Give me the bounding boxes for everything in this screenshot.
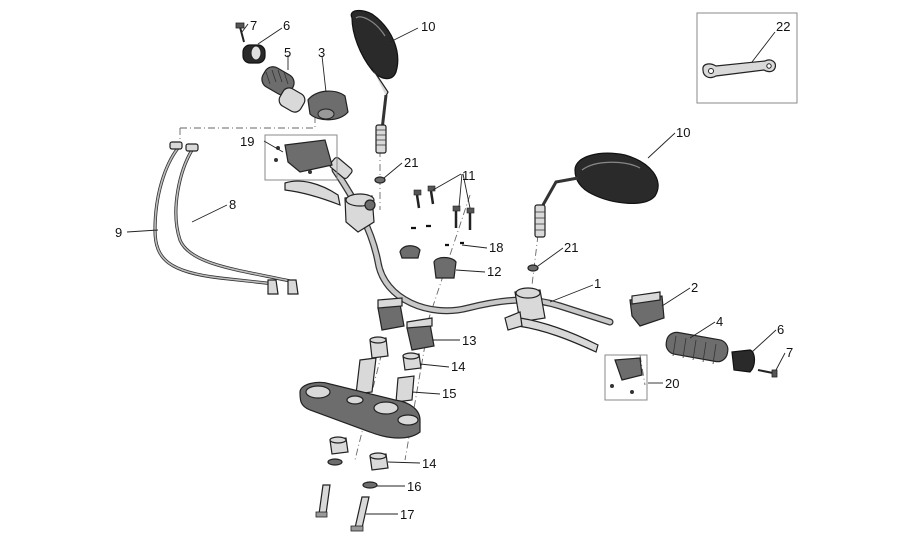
detail-box-22 (696, 12, 798, 104)
upper-bushings (355, 336, 422, 403)
callout-19: 19 (240, 134, 254, 149)
washer-right (362, 481, 378, 489)
right-mirror (534, 152, 659, 238)
left-mirror-washer (374, 176, 386, 184)
handlebar-risers (377, 297, 435, 351)
right-grip (665, 331, 729, 365)
callout-10-right: 10 (676, 125, 690, 140)
callout-18: 18 (489, 240, 503, 255)
callout-8: 8 (229, 197, 236, 212)
lower-bushings (329, 436, 389, 471)
throttle-cables (153, 141, 299, 295)
callout-6-right: 6 (777, 322, 784, 337)
leader-lines (126, 23, 786, 515)
left-switch-bracket (264, 134, 338, 181)
right-end-screw (757, 369, 778, 378)
callout-3: 3 (318, 45, 325, 60)
riser-cap-upper (399, 245, 457, 279)
callout-21-right: 21 (564, 240, 578, 255)
left-clutch-assembly (284, 180, 376, 233)
left-switch (307, 90, 349, 121)
callout-11: 11 (462, 168, 476, 183)
small-washers (411, 224, 464, 247)
left-end-screw (235, 22, 245, 43)
callout-1: 1 (594, 276, 601, 291)
callout-9: 9 (115, 225, 122, 240)
callout-21-left: 21 (404, 155, 418, 170)
callout-7-left: 7 (250, 18, 257, 33)
assembly-lines (179, 95, 646, 461)
callout-16: 16 (407, 479, 421, 494)
upper-triple-clamp (299, 381, 421, 439)
left-mirror (350, 9, 399, 154)
callout-numbers: 7 6 5 3 10 22 19 21 10 11 8 9 18 21 12 1… (115, 18, 793, 522)
callout-6-left: 6 (283, 18, 290, 33)
callout-2: 2 (691, 280, 698, 295)
riser-bolts (315, 484, 370, 532)
wrench-tool (702, 59, 776, 79)
callout-14-lower: 14 (422, 456, 436, 471)
right-bar-end (731, 349, 756, 373)
washer-left (327, 458, 343, 466)
callout-10-left: 10 (421, 19, 435, 34)
callout-14-upper: 14 (451, 359, 465, 374)
right-switch (629, 291, 665, 327)
right-switch-bracket (604, 354, 648, 401)
right-mirror-washer (527, 264, 539, 272)
right-brake-assembly (504, 287, 599, 353)
callout-20: 20 (665, 376, 679, 391)
callout-4: 4 (716, 314, 723, 329)
callout-7-right: 7 (786, 345, 793, 360)
callout-17: 17 (400, 507, 414, 522)
callout-13: 13 (462, 333, 476, 348)
clamp-screws (413, 185, 475, 230)
callout-22: 22 (776, 19, 790, 34)
callout-15: 15 (442, 386, 456, 401)
left-bar-end (242, 44, 266, 64)
left-grip (261, 66, 306, 113)
callout-12: 12 (487, 264, 501, 279)
callout-5: 5 (284, 45, 291, 60)
